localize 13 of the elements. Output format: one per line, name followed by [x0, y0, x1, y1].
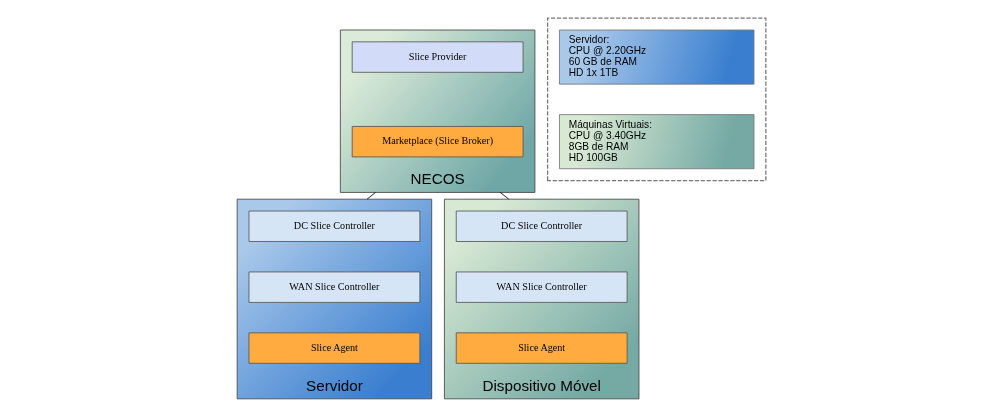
node-box: DC Slice Controller	[455, 210, 628, 242]
connector	[499, 192, 510, 200]
node-box: Servidor: CPU @ 2.20GHz 60 GB de RAM HD 1x 1TB	[559, 29, 755, 85]
node-box: WAN Slice Controller	[248, 271, 421, 303]
node-box: Marketplace (Slice Broker)	[351, 126, 524, 158]
node-box: DC Slice Controller	[248, 210, 421, 242]
node-box: Máquinas Virtuais: CPU @ 3.40GHz 8GB de RAM HD 100GB	[559, 114, 755, 170]
node-box: WAN Slice Controller	[455, 271, 628, 303]
cluster	[546, 17, 767, 182]
node-box: Slice Provider	[351, 41, 524, 73]
node-box: Slice Agent	[455, 332, 628, 364]
node-box: Slice Agent	[248, 332, 421, 364]
connector	[366, 192, 376, 200]
